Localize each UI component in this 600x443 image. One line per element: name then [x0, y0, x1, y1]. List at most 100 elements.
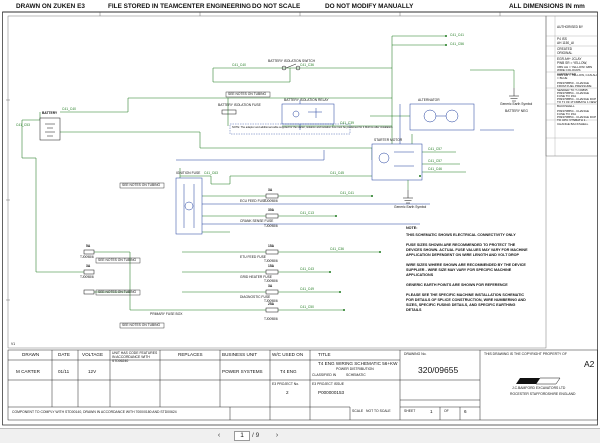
replaces-label: REPLACES — [178, 352, 203, 357]
wire-label-w4: C41_C36 — [300, 63, 314, 67]
drawn-value: M CARTER — [16, 369, 40, 374]
header-do-not-scale: DO NOT SCALE — [252, 3, 301, 10]
revision-line-6: CBN AH = YELLOW/ GBN WIRE COLOURS CORREC… — [557, 65, 593, 76]
issue-label: E3 PROJECT ISSUE — [312, 382, 344, 386]
wire-label-w7: C41_C53 — [16, 123, 30, 127]
part-number-6: TJ0098/6 — [264, 317, 278, 321]
earth-label-2: Generic Earth Symbol — [394, 205, 427, 209]
revision-table — [545, 15, 598, 157]
drawn-label: DRAWN — [22, 352, 40, 357]
battery-label: BATTERY — [42, 111, 58, 115]
fuse-rating-5: 3A — [268, 284, 273, 288]
see-notes-5: SEE NOTES ON TUBING — [122, 323, 161, 327]
next-page-icon[interactable]: › — [275, 432, 279, 439]
revision-line-3: ORIGINAL — [557, 51, 573, 55]
pdf-viewer-toolbar: ‹ 1 / 9 › — [0, 428, 600, 443]
isolation-fuse-symbol — [221, 109, 237, 115]
see-notes-4: SEE NOTES ON TUBING — [98, 290, 137, 294]
header-file-stored: FILE STORED IN TEAMCENTER ENGINEERING — [108, 3, 251, 10]
revision-line-11: P9937MB54 - CHANGE FUSE TO 15A — [557, 109, 590, 117]
sheet-label: SHEET — [404, 409, 416, 413]
business-label: BUSINESS UNIT — [222, 352, 258, 357]
relay-symbol — [281, 103, 335, 125]
fuse-rating-2: 30A — [268, 208, 275, 212]
isolation-switch-symbol — [281, 63, 301, 71]
notes-line-7: APPLICATIONS — [406, 273, 434, 277]
title-prefix: V1 — [11, 342, 16, 346]
wire-label-w11: C41_C13 — [300, 211, 314, 215]
relay-label: BATTERY ISOLATION RELAY — [284, 98, 329, 102]
terminals — [329, 35, 447, 311]
ignition-fuse-label: IGNITION FUSE — [176, 171, 201, 175]
project-value: 2 — [286, 390, 289, 395]
revision-line-2: CREATED — [557, 47, 572, 51]
wire-label-w10: C41_C41 — [340, 191, 354, 195]
schematic-sheet: DRAWN ON ZUKEN E3 FILE STORED IN TEAMCEN… — [2, 3, 598, 426]
revision-line-10: P9937MB54 - CHANGE DCP TO TJ 09 1TCMBATH… — [557, 97, 597, 108]
voltage-value: 12V — [88, 369, 97, 374]
notes-line-10: FOR DETAILS OF SPLICE CONSTRUCTION, WIRE… — [406, 298, 526, 302]
date-label: DATE — [58, 352, 70, 357]
part-number-8: TJ0098/6 — [80, 275, 94, 279]
battery-symbol — [39, 117, 61, 141]
revision-line-12: P9937MB54 - CHANGE DCP TO CPC VTNBATH 1 … — [557, 115, 597, 126]
part-number-5: TJ0098/6 — [264, 299, 278, 303]
starter-motor-symbol — [371, 143, 423, 181]
classified-label: CLASSIFIED IN — [312, 373, 337, 377]
hazard-label: UNIT HAS CODE FEATURES IN ACCORDANCE WIT… — [112, 351, 158, 363]
notes-line-5: WIRE SIZES WHERE SHOWN ARE RECOMMENDED B… — [406, 263, 526, 267]
revision-line-5: PWB SR = YELLOW, — [557, 61, 588, 65]
wire-label-w1: C41_C41 — [450, 33, 464, 37]
header-do-not-modify: DO NOT MODIFY MANUALLY — [325, 3, 414, 10]
jcb-logo — [516, 377, 561, 385]
battery-neg-label: BATTERY NEG — [505, 109, 528, 113]
notes-heading: NOTE: — [406, 226, 418, 230]
wire-label-w3: C41_C40 — [232, 63, 246, 67]
grid-heater-label: GRID HEATER FUSE — [240, 275, 272, 279]
revision-line-7: CBN AH = YELLOW, CAN AH = BLUE — [557, 73, 597, 81]
branch-fuses — [83, 193, 279, 313]
previous-page-icon[interactable]: ‹ — [217, 432, 221, 439]
part-number-4: TJ0098/6 — [264, 279, 278, 283]
notes-line-2: FUSE SIZES SHOWN ARE RECOMMENDED TO PROT… — [406, 243, 516, 247]
title-block-grid — [7, 349, 598, 421]
starter-label: STARTER MOTOR — [374, 138, 403, 142]
wire-label-w5: C41_C39 — [340, 121, 354, 125]
wire-label-w14: C41_C49 — [300, 287, 314, 291]
wire-label-w9: C41_C45 — [330, 171, 344, 175]
fuse-rating-8: 3A — [86, 264, 91, 268]
notes-line-4: APPLICATION DEPENDENT ON WIRE LENGTH AND… — [406, 253, 520, 257]
isolation-switch-label: BATTERY ISOLATION SWITCH — [268, 59, 316, 63]
diag-fuse-label: DIAGNOSTIC FUSE — [240, 295, 271, 299]
of-value: 6 — [464, 409, 467, 414]
wire-label-w8: C41_C63 — [204, 171, 218, 175]
sheet-value: 1 — [430, 409, 433, 414]
issue-value: P000000153 — [318, 390, 345, 395]
see-notes-3: SEE NOTES ON TUBING — [98, 258, 137, 262]
part-number-3: TJ0098/6 — [264, 259, 278, 263]
fuse-rating-7: 5A — [86, 244, 91, 248]
earth-label-1: Generic Earth Symbol — [500, 102, 533, 106]
earth-symbol-2 — [403, 190, 413, 204]
classified-value: SCHEMATIC — [346, 373, 366, 377]
see-notes-boxes — [95, 91, 271, 329]
page-number-input[interactable]: 1 — [234, 431, 250, 441]
note-box-text: NOTE: The adaptor and additional cable s… — [232, 126, 393, 129]
page-total: / 9 — [252, 432, 260, 439]
fuse-rating-6: 25A — [268, 302, 275, 306]
part-number-7: TJ0098/6 — [80, 255, 94, 259]
revision-line-0: P4 ISS — [557, 37, 567, 41]
notes-line-3: DEVICES SHOWN. ACTUAL FUSE VALUES MAY VA… — [406, 248, 528, 252]
wire-label-w13: C41_C43 — [300, 267, 314, 271]
revision-line-4: EGR AH+ JCLAY — [557, 57, 582, 61]
company-address: ROCESTER STAFFORDSHIRE ENGLAND — [510, 392, 576, 396]
schematic-svg — [2, 11, 598, 426]
primary-fuse-box-label: PRIMARY FUSE BOX — [150, 312, 183, 316]
etu-fuse-label: ETU FEED FUSE — [240, 255, 267, 259]
fuse-rating-4: 15A — [268, 264, 275, 268]
drawing-no-value: 320/09655 — [418, 365, 459, 375]
wc-label: W/C USED ON — [272, 352, 304, 357]
primary-fuse-block — [175, 177, 203, 235]
wire-label-w15: C41_C50 — [300, 305, 314, 309]
business-value: POWER SYSTEMS — [222, 369, 263, 374]
